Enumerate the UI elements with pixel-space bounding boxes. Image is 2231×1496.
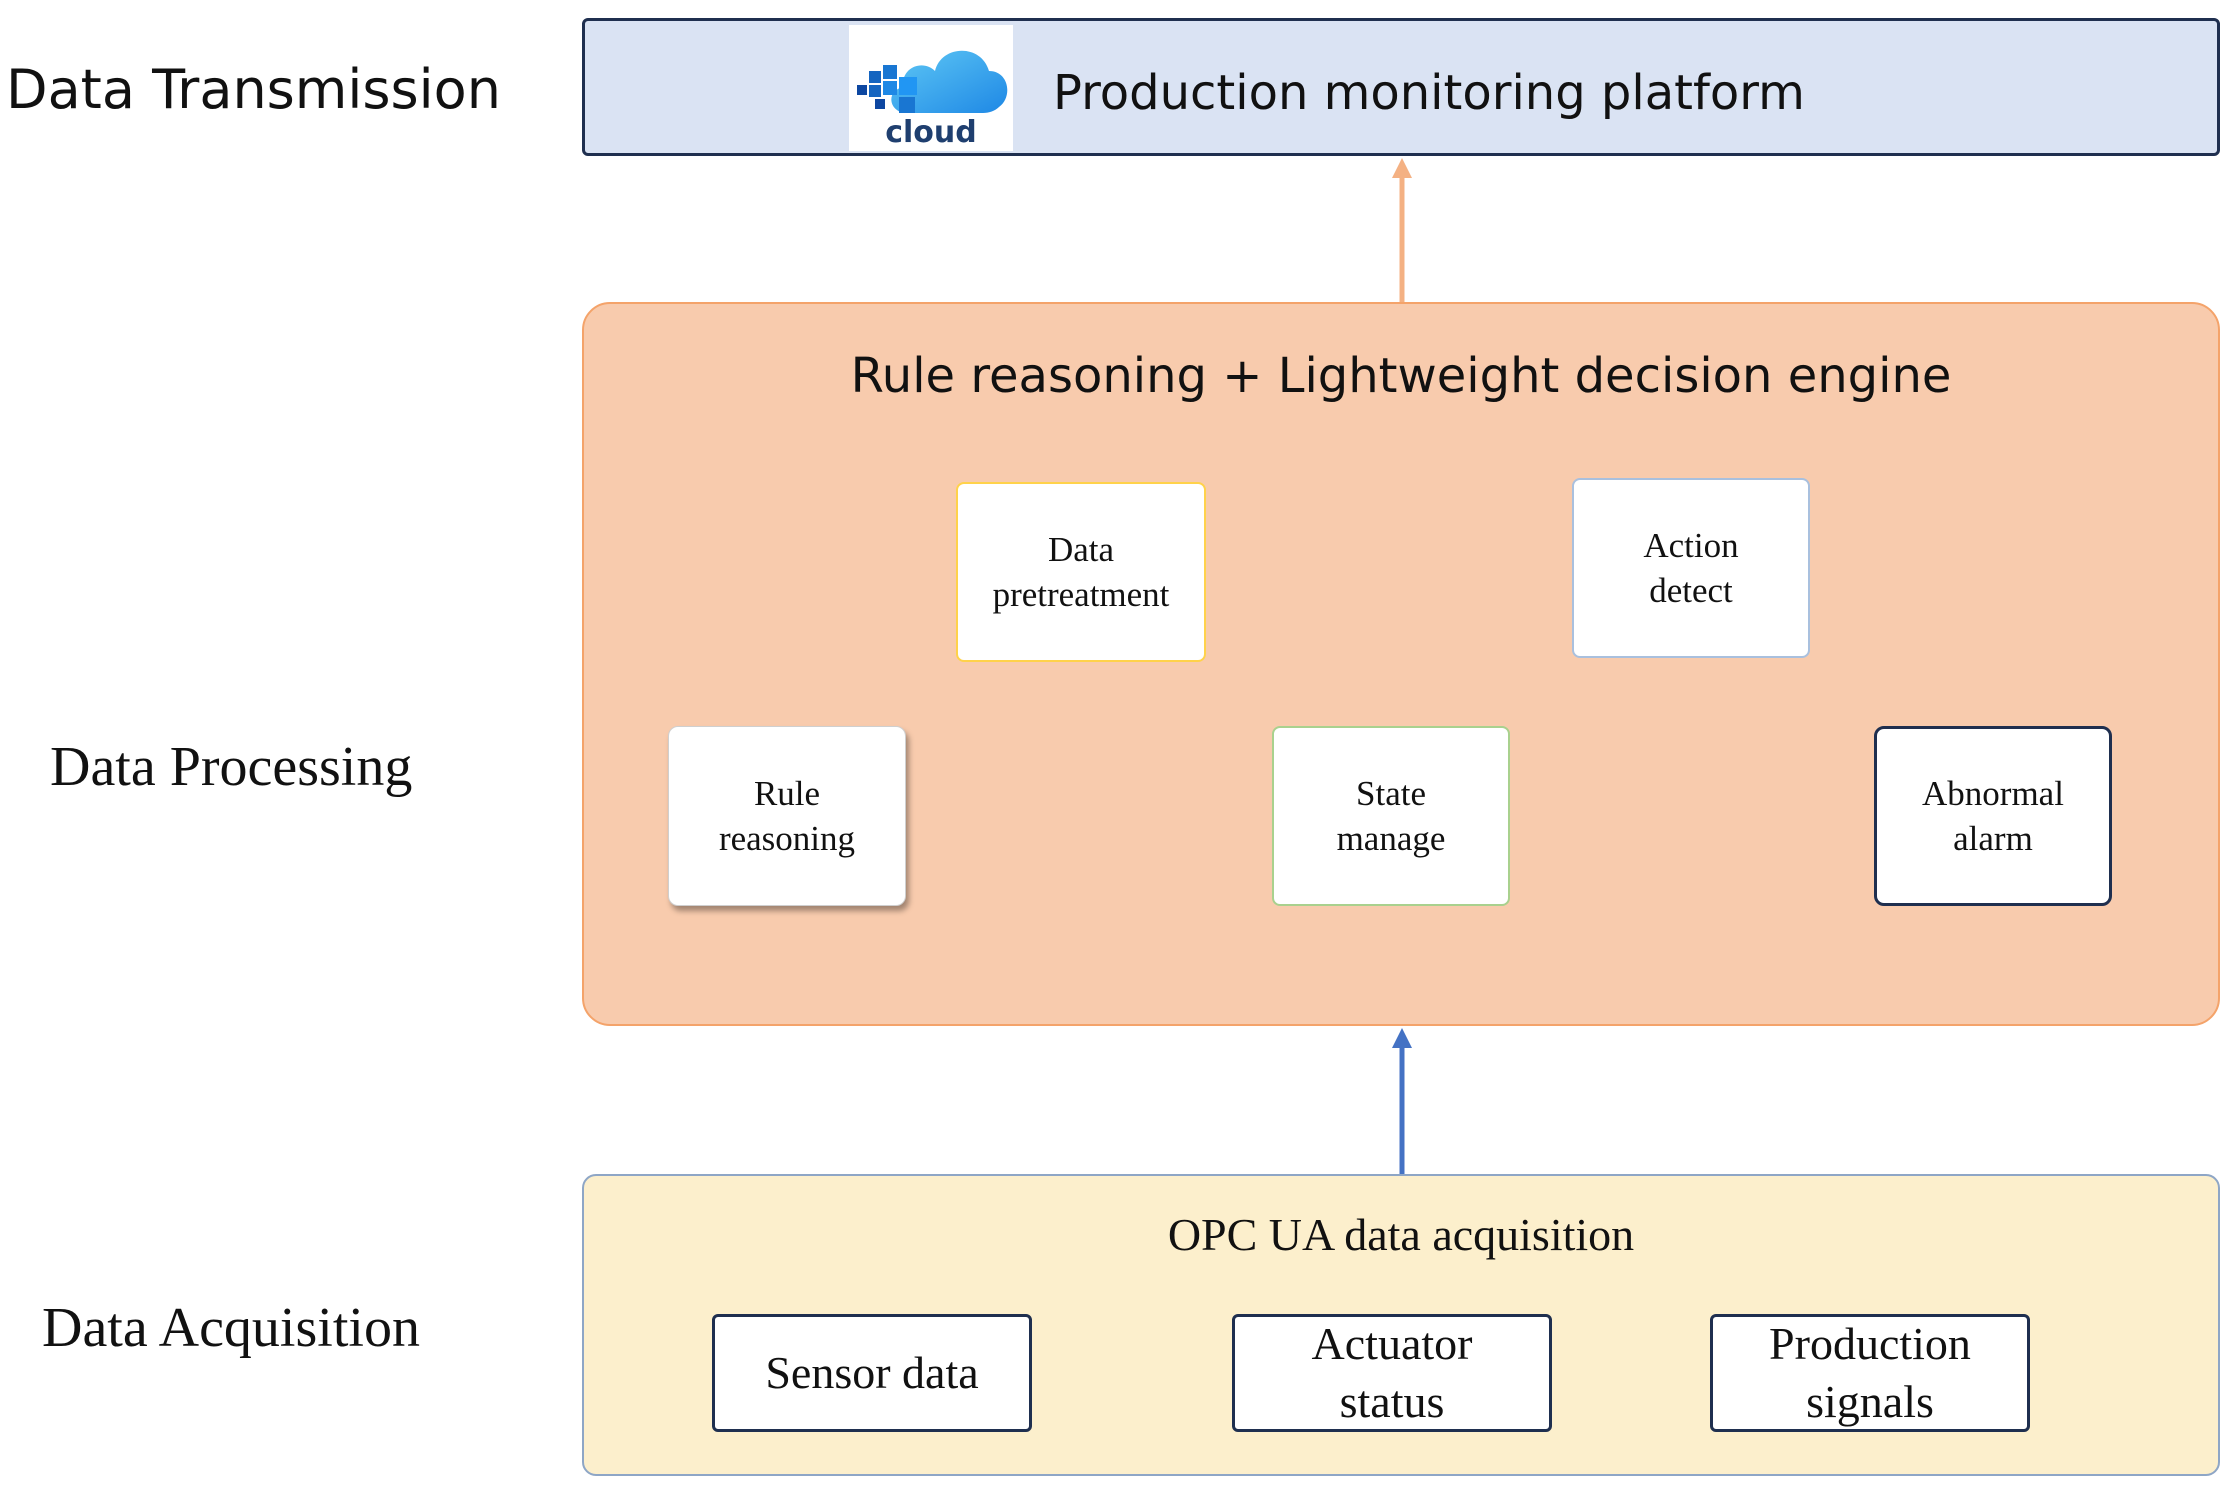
node-rule-reasoning: Rule reasoning	[668, 726, 906, 906]
cloud-icon	[857, 50, 1008, 113]
transmission-band: cloud Production monitoring platform	[582, 18, 2220, 156]
node-data-pretreatment: Data pretreatment	[956, 482, 1206, 662]
layer-label-transmission: Data Transmission	[6, 58, 501, 121]
node-abnormal-alarm: Abnormal alarm	[1874, 726, 2112, 906]
platform-title: Production monitoring platform	[1053, 65, 1805, 121]
acquisition-band: OPC UA data acquisition Sensor data Actu…	[582, 1174, 2220, 1476]
processing-band: Rule reasoning + Lightweight decision en…	[582, 302, 2220, 1026]
acquisition-title: OPC UA data acquisition	[1167, 1209, 1635, 1260]
layer-label-processing: Data Processing	[50, 736, 413, 798]
cloud-logo-text: cloud	[885, 115, 977, 150]
acq-item-production-signals: Production signals	[1710, 1314, 2030, 1432]
processing-title: Rule reasoning + Lightweight decision en…	[850, 348, 1952, 404]
acq-item-actuator-status: Actuator status	[1232, 1314, 1552, 1432]
arrow-up-icon	[1392, 1028, 1412, 1174]
node-action-detect: Action detect	[1572, 478, 1810, 658]
node-state-manage: State manage	[1272, 726, 1510, 906]
cloud-logo: cloud	[849, 25, 1013, 151]
acq-item-sensor-data: Sensor data	[712, 1314, 1032, 1432]
arrow-up-icon	[1392, 158, 1412, 302]
layer-label-acquisition: Data Acquisition	[42, 1297, 420, 1359]
